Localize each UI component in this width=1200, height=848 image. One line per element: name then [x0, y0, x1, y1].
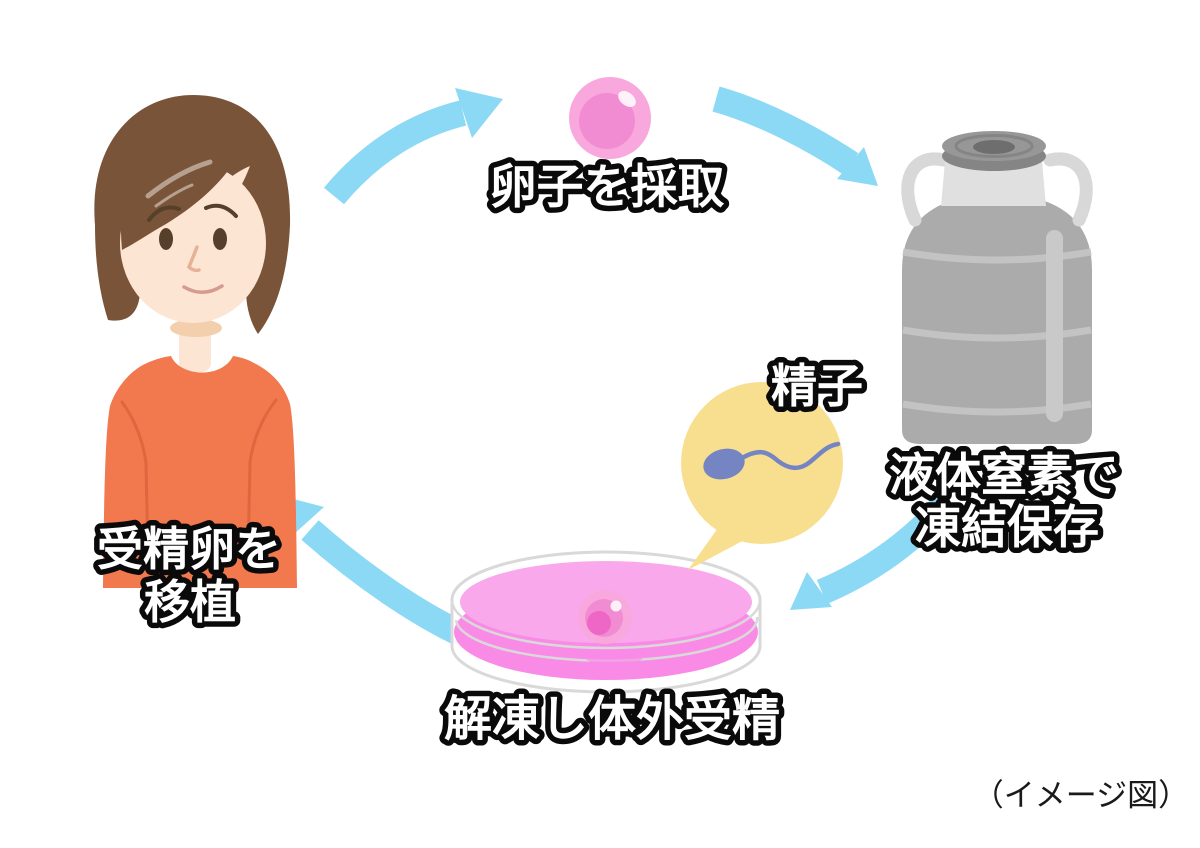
- tank-band-3: [902, 400, 1092, 416]
- arrow-tank-to-dish: [790, 493, 956, 610]
- tank-handle-left: [901, 152, 951, 227]
- bangs: [120, 112, 284, 250]
- label-transfer-line2: 移植: [144, 575, 236, 629]
- eye-right: [213, 228, 227, 250]
- lid-center: [973, 140, 1015, 154]
- eye-left: [159, 228, 173, 250]
- woman-illustration: [94, 95, 297, 588]
- liquid-nitrogen-tank-icon: [901, 131, 1093, 444]
- label-freeze-line1: 液体窒素で: [889, 448, 1119, 502]
- lid-ring: [954, 134, 1034, 158]
- shirt-seam-right: [246, 398, 278, 560]
- diagram-caption: （イメージ図）: [973, 778, 1189, 813]
- petri-dish-icon: [450, 550, 762, 694]
- sperm-cell-icon: [703, 441, 841, 480]
- tank-band-1: [902, 248, 1092, 264]
- tank-band-2: [902, 326, 1092, 342]
- label-egg-retrieval: 卵子を採取: [490, 160, 725, 215]
- eyebrow-right: [204, 203, 238, 218]
- nose: [186, 245, 201, 273]
- egg-cell-icon: [569, 77, 651, 159]
- mouth: [182, 284, 224, 294]
- tank-highlight: [1046, 230, 1063, 422]
- arrow-egg-to-tank: [712, 86, 878, 186]
- egg-shadow: [584, 644, 644, 666]
- dish-rim: [450, 550, 762, 650]
- hair-highlight-2: [154, 183, 194, 208]
- tank-handle-right: [1043, 152, 1093, 227]
- shirt-seam-left: [120, 400, 150, 562]
- arrow-dish-to-woman: [278, 495, 476, 650]
- sperm-bubble: [681, 382, 843, 570]
- hair-highlight: [145, 159, 213, 199]
- label-thaw-ivf: 解凍し体外受精: [444, 691, 780, 747]
- eyebrow-left: [147, 205, 181, 222]
- forehead-gap: [206, 166, 250, 206]
- egg-in-dish: [578, 590, 632, 644]
- label-sperm: 精子: [771, 359, 863, 413]
- arrow-woman-to-egg: [323, 88, 503, 205]
- neck-shadow: [170, 319, 222, 337]
- bubble: [681, 382, 843, 544]
- label-freeze-line2: 凍結保存: [915, 500, 1099, 554]
- label-transfer-line1: 受精卵を: [97, 522, 281, 576]
